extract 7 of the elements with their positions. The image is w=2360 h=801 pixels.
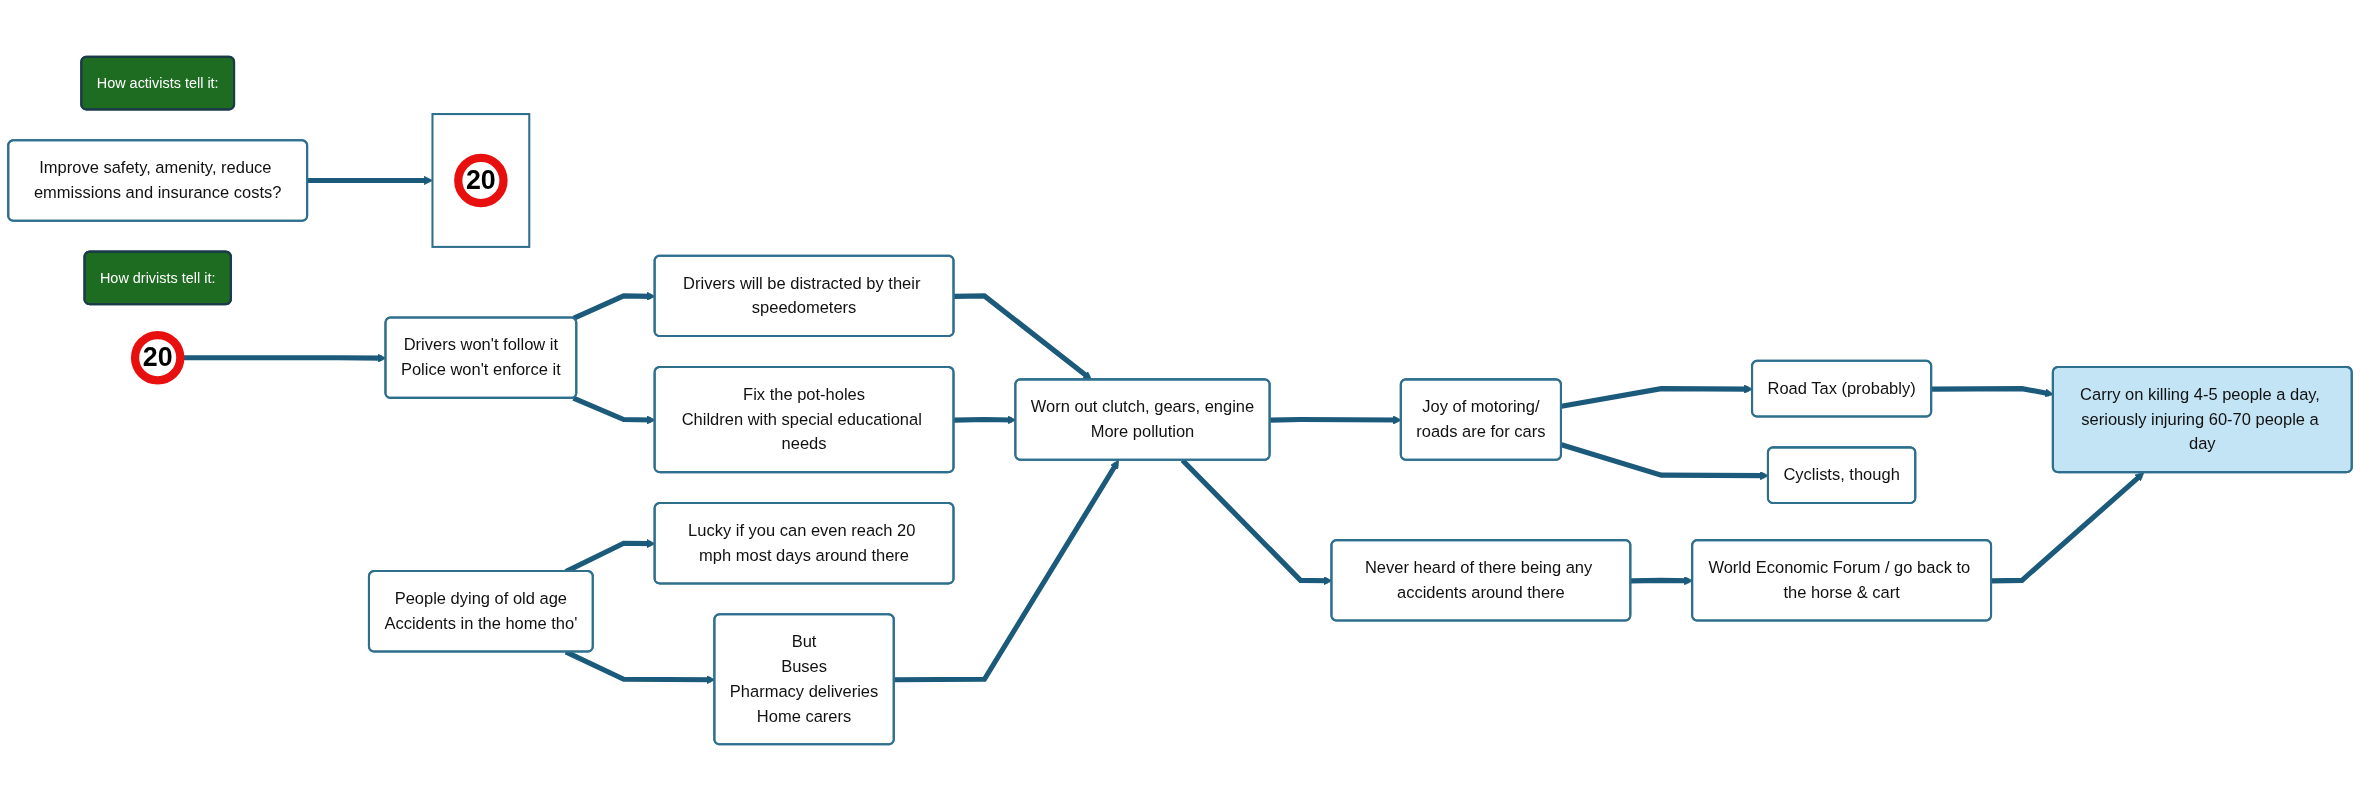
arrow <box>1561 384 1753 409</box>
cluster <box>431 113 531 248</box>
arrow <box>1991 472 2145 584</box>
arrow <box>307 175 433 185</box>
arrow <box>894 459 1119 683</box>
node-circle: 20 <box>454 153 508 208</box>
node-circle: 20 <box>130 330 185 385</box>
